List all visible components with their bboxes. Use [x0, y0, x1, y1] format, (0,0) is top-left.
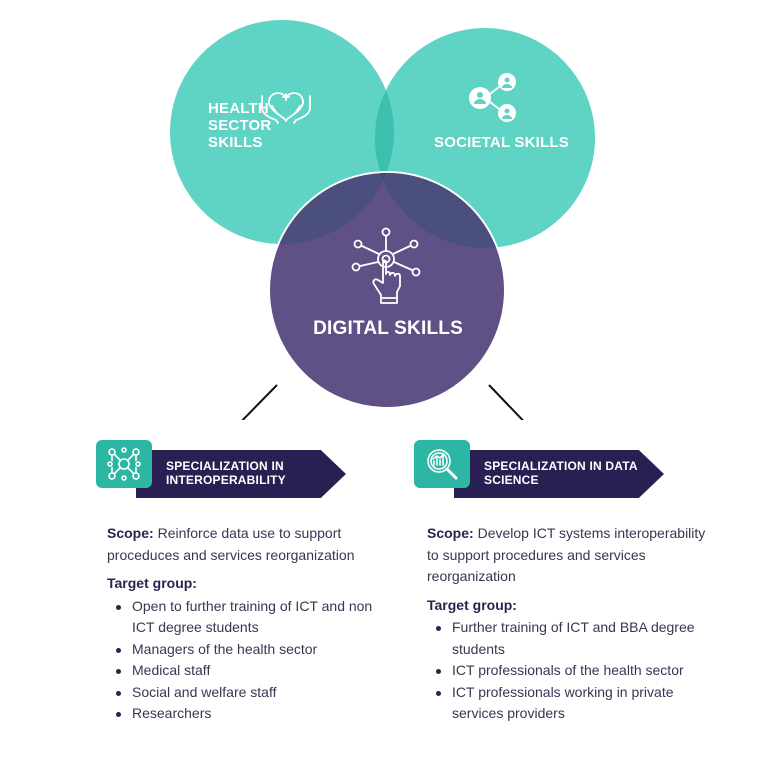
target-group-list: Open to further training of ICT and non …: [107, 596, 377, 725]
list-item: Open to further training of ICT and non …: [116, 596, 377, 639]
societal-skills-label: SOCIETAL SKILLS: [434, 134, 569, 151]
scope-paragraph: Scope: Develop ICT systems interoperabil…: [427, 523, 707, 588]
touch-network-icon: [351, 227, 421, 304]
target-group-heading: Target group:: [427, 596, 517, 613]
list-item: Researchers: [116, 703, 377, 725]
arrow-right: [488, 384, 524, 420]
digital-societal-overlap: [375, 173, 504, 248]
list-item: ICT professionals working in private ser…: [436, 682, 707, 725]
scope-paragraph: Scope: Reinforce data use to support pro…: [107, 523, 377, 566]
list-item: Medical staff: [116, 660, 377, 682]
list-item: Further training of ICT and BBA degree s…: [436, 617, 707, 660]
scope-text: Reinforce data use to support proceduces…: [107, 525, 355, 563]
list-item: ICT professionals of the health sector: [436, 660, 707, 682]
scope-text: Develop ICT systems interoperability to …: [427, 525, 706, 584]
target-group-heading: Target group:: [107, 575, 197, 591]
heart-hands-icon: [261, 92, 311, 124]
data-science-details: Scope: Develop ICT systems interoperabil…: [427, 523, 707, 725]
scope-label: Scope:: [107, 525, 154, 541]
magnifier-chart-icon: [414, 440, 470, 488]
interoperability-details: Scope: Reinforce data use to support pro…: [107, 523, 377, 725]
digital-health-overlap: [270, 173, 394, 244]
digital-skills-label: DIGITAL SKILLS: [313, 318, 463, 339]
specialization-interoperability-banner: SPECIALIZATION IN INTEROPERABILITY: [96, 440, 356, 498]
network-nodes-icon: [96, 440, 152, 488]
specialization-interoperability-title: SPECIALIZATION IN INTEROPERABILITY: [166, 459, 286, 487]
scope-label: Scope:: [427, 525, 474, 541]
specialization-data-science-title: SPECIALIZATION IN DATA SCIENCE: [484, 459, 638, 487]
health-sector-skills-label: HEALTH SECTOR SKILLS: [208, 100, 272, 151]
arrow-left: [241, 384, 278, 420]
venn-diagram: [170, 20, 595, 420]
specialization-data-science-banner: SPECIALIZATION IN DATA SCIENCE: [414, 440, 674, 498]
list-item: Managers of the health sector: [116, 639, 377, 661]
target-group-list: Further training of ICT and BBA degree s…: [427, 617, 707, 725]
list-item: Social and welfare staff: [116, 682, 377, 704]
